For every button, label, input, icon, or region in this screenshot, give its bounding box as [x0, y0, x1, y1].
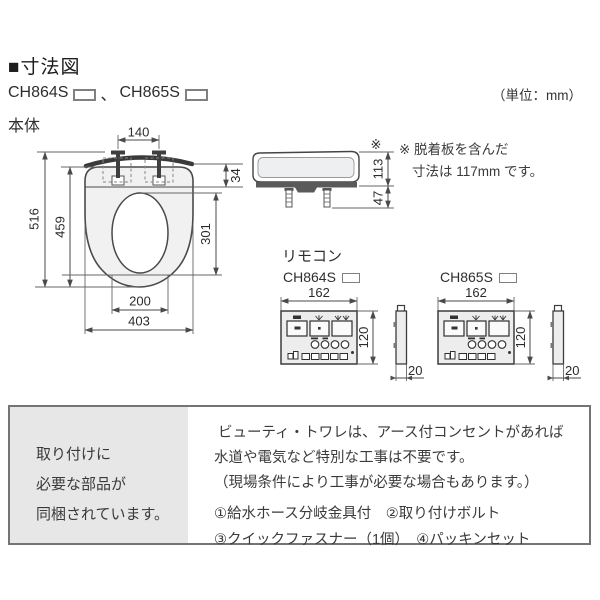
dim-side-bolt-length: 47	[332, 185, 394, 209]
remote1-bottom-row	[287, 351, 354, 360]
dim-remote2-height: 120	[513, 310, 535, 365]
dim-hole-width-label: 200	[129, 294, 151, 309]
dim-side-bolt-length-label: 47	[370, 191, 385, 205]
color-code-box-2	[184, 88, 208, 101]
dim-hole-width: 200	[111, 275, 169, 314]
remote1-color-code-box	[341, 273, 360, 283]
included-parts-panel: 取り付けに 必要な部品が 同梱されています。	[10, 407, 188, 543]
body-top-view: 140 516 459 34	[26, 125, 243, 334]
model-numbers-row: CH864S 、 CH865S	[8, 81, 208, 105]
remote2-model-label: CH865S	[440, 269, 493, 285]
dim-side-height: 113	[359, 151, 394, 187]
dim-total-width-label: 403	[128, 314, 150, 329]
dim-remote1-depth: 20	[390, 363, 424, 381]
side-bolt-left	[284, 188, 294, 208]
dim-remote1-height: 120	[356, 310, 378, 365]
info-line: ③クイックファスナー（1個） ④パッキンセット	[214, 532, 531, 548]
body-side-view: ※ 113 47	[252, 137, 394, 209]
included-parts-line: 取り付けに	[36, 446, 112, 463]
side-lid-inner	[257, 157, 355, 178]
dim-remote2-height-label: 120	[513, 327, 528, 349]
dim-hole-length-label: 301	[198, 223, 213, 245]
remote1-model-label: CH864S	[283, 269, 336, 285]
dim-hole-length: 301	[62, 192, 222, 276]
included-parts-line: 必要な部品が	[36, 476, 127, 493]
unit-note: （単位：mm）	[492, 88, 582, 103]
remote1-buttons	[286, 320, 353, 337]
asterisk-marker: ※	[371, 137, 382, 152]
side-bolt-right	[322, 188, 332, 208]
mounting-bolt-left	[102, 150, 132, 186]
dim-remote1-depth-label: 20	[408, 363, 422, 378]
seat-opening	[111, 192, 169, 274]
remote1-button-icons	[293, 315, 350, 330]
remote-ch864s: 162	[280, 285, 424, 381]
dim-hinge-depth: 34	[193, 163, 243, 188]
installation-info: ビューティ・トワレは、アース付コンセントがあれば 水道や電気など特別な工事は不要…	[214, 421, 586, 548]
mounting-bolt-right	[144, 150, 174, 186]
remote2-color-code-box	[498, 273, 517, 283]
dim-seat-length: 459	[52, 166, 98, 288]
info-line: 水道や電気など特別な工事は不要です。	[214, 450, 474, 466]
dim-remote2-width: 162	[437, 285, 515, 312]
dim-remote2-width-label: 162	[465, 285, 487, 300]
dim-total-width: 403	[84, 225, 194, 334]
info-line: ビューティ・トワレは、アース付コンセントがあれば	[218, 425, 564, 441]
side-drain-bump	[295, 187, 317, 193]
model-number-1: CH864S	[8, 84, 69, 101]
remote-section-label: リモコン	[282, 248, 343, 265]
dim-side-height-label: 113	[370, 159, 385, 180]
remote2-button-icons	[450, 315, 507, 330]
seat-lid-edge	[83, 155, 195, 169]
remote2-side-view	[550, 304, 565, 365]
remote2-model-row: CH865S	[440, 269, 517, 285]
info-line: （現場条件により工事が必要な場合もあります。）	[214, 475, 539, 491]
included-parts-box: 取り付けに 必要な部品が 同梱されています。 ビューティ・トワレは、アース付コン…	[8, 405, 591, 548]
model-number-2: CH865S	[119, 84, 180, 101]
dim-remote2-depth-label: 20	[565, 363, 579, 378]
remote1-side-view	[393, 304, 408, 365]
model-separator: 、	[100, 87, 117, 104]
dim-remote1-width: 162	[280, 285, 358, 312]
dimension-note-line1: ※ 脱着板を含んだ	[399, 142, 509, 157]
dim-total-length-label: 516	[26, 208, 41, 230]
dim-bolt-pitch: 140	[117, 125, 160, 149]
remote2-buttons	[443, 320, 510, 337]
dim-hinge-depth-label: 34	[228, 168, 243, 182]
dim-bolt-pitch-label: 140	[128, 125, 150, 140]
info-line: ①給水ホース分岐金具付 ②取り付けボルト	[214, 506, 501, 522]
color-code-box-1	[73, 88, 97, 101]
remote1-model-row: CH864S	[283, 269, 360, 285]
remote1-dial-row	[310, 337, 350, 349]
remote2-dial-row	[467, 337, 507, 349]
dim-total-length: 516	[26, 151, 139, 288]
dim-remote1-width-label: 162	[308, 285, 330, 300]
dim-remote1-height-label: 120	[356, 327, 371, 349]
side-base-plate	[256, 182, 357, 188]
included-parts-line: 同梱されています。	[36, 506, 170, 523]
dim-remote2-depth: 20	[547, 363, 581, 381]
dimension-note-line2: 寸法は 117mm です。	[412, 164, 544, 179]
remote-ch865s: 162	[437, 285, 581, 381]
remote2-bottom-row	[444, 351, 511, 360]
body-section-label: 本体	[8, 118, 41, 135]
dim-seat-length-label: 459	[52, 216, 67, 238]
page-title: ■寸法図	[8, 57, 81, 78]
